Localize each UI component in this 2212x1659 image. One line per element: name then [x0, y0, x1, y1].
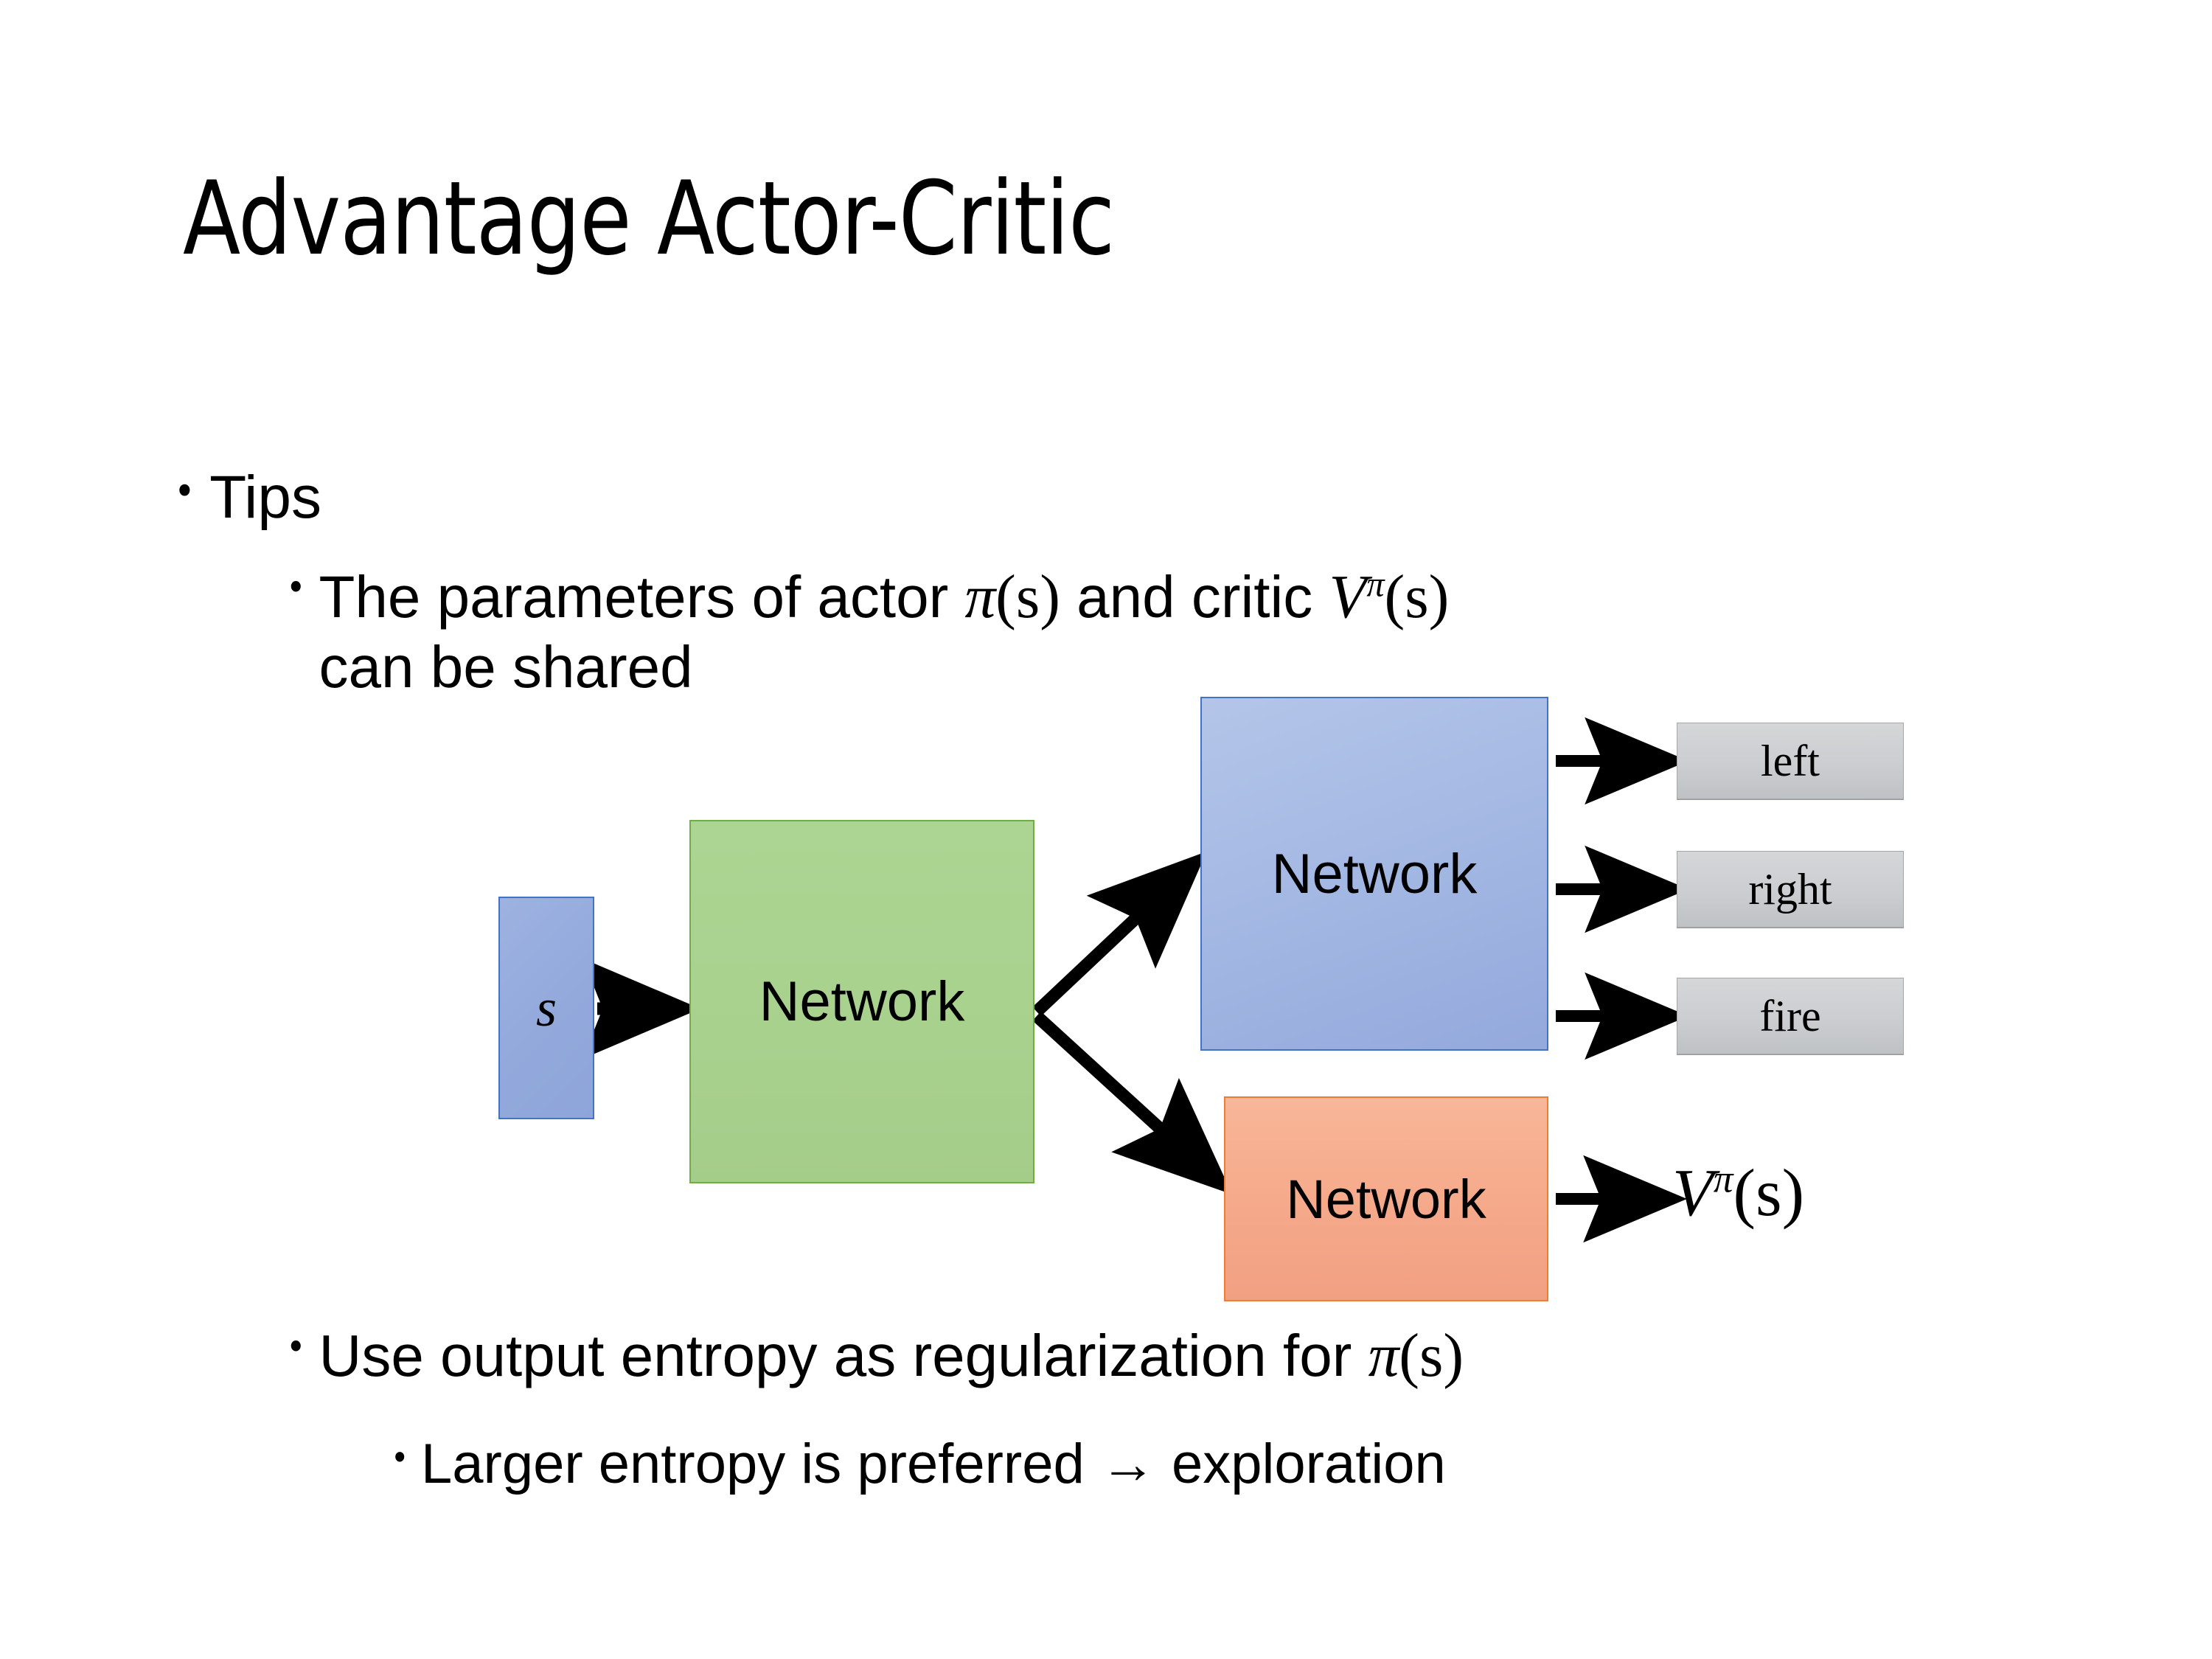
bullet-exploration-label: Larger entropy is preferred → exploratio… — [420, 1433, 1446, 1495]
critic-network-box: Network — [1224, 1096, 1548, 1301]
action-output-right: right — [1677, 851, 1904, 928]
state-label: s — [535, 978, 557, 1037]
actor-network-label: Network — [1271, 842, 1478, 905]
actor-network-box: Network — [1200, 697, 1548, 1051]
bullet-entropy-text: Use output entropy as regularization for… — [319, 1320, 1464, 1391]
critic-value-output: Vπ(s) — [1672, 1153, 1804, 1231]
bullet-marker-icon: • — [174, 468, 195, 515]
shared-text-part1: The parameters of actor — [319, 564, 965, 630]
bullet-tips-label: Tips — [209, 464, 321, 531]
bullet-tips: • Tips — [174, 463, 321, 532]
bullet-marker-icon: • — [286, 1326, 306, 1368]
action-label-right: right — [1748, 864, 1832, 914]
page-title: Advantage Actor-Critic — [183, 159, 1115, 278]
arrow-shared-to-actor — [1032, 851, 1207, 1017]
bullet-entropy-regularization: • Use output entropy as regularization f… — [286, 1320, 1464, 1391]
bullet-shared-parameters: • The parameters of actor π(s) and criti… — [286, 560, 1908, 703]
math-v-pi-s-1: Vπ(s) — [1329, 563, 1450, 630]
action-output-fire: fire — [1677, 978, 1904, 1054]
action-label-fire: fire — [1759, 991, 1821, 1040]
arrow-shared-to-critic — [1032, 1011, 1233, 1194]
math-pi-s-2: π(s) — [1368, 1321, 1464, 1389]
math-pi-s-1: π(s) — [964, 563, 1060, 630]
bullet-marker-icon: • — [391, 1438, 409, 1478]
shared-network-label: Network — [759, 970, 965, 1033]
critic-network-label: Network — [1286, 1168, 1486, 1230]
bullet-shared-text: The parameters of actor π(s) and critic … — [319, 560, 1450, 703]
action-label-left: left — [1761, 736, 1820, 785]
action-output-left: left — [1677, 723, 1904, 799]
shared-network-box: Network — [689, 820, 1034, 1183]
bullet-marker-icon: • — [286, 566, 306, 609]
state-input-box: s — [498, 897, 594, 1119]
shared-text-part3: can be shared — [319, 634, 693, 700]
shared-text-part2: and critic — [1060, 564, 1329, 630]
math-v-pi-s-output: Vπ(s) — [1672, 1155, 1805, 1230]
entropy-text-part1: Use output entropy as regularization for — [319, 1323, 1368, 1388]
bullet-exploration: • Larger entropy is preferred → explorat… — [391, 1432, 1446, 1496]
